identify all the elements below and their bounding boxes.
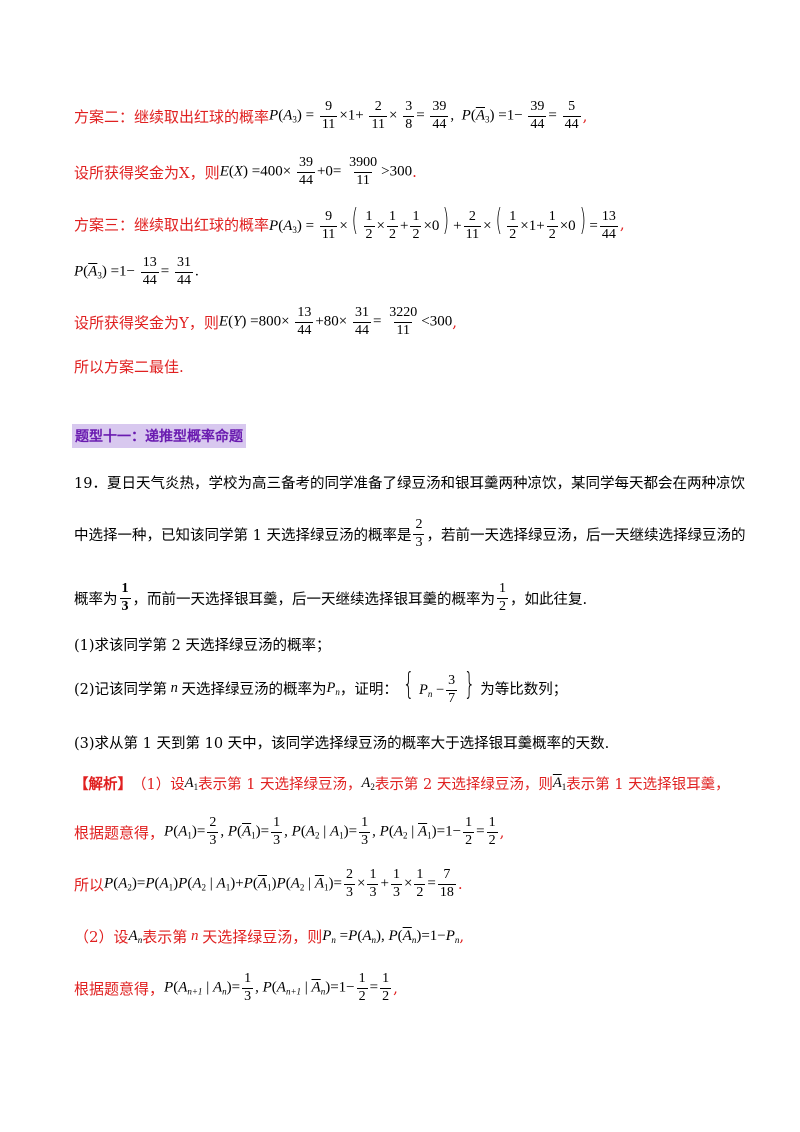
problem-line-3-text-b: ，而前一天选择银耳羹，后一天继续选择银耳羹的概率为 (132, 591, 496, 608)
solution-s1b: 表示第 1 天选择绿豆汤， (198, 776, 362, 793)
solution-line-1: 【解析】 （1）设 A1 表示第 1 天选择绿豆汤， A2 表示第 2 天选择绿… (74, 766, 740, 800)
section-heading: 题型十一：递推型概率命题 (72, 424, 246, 448)
solution-s3: 所以 (74, 875, 105, 894)
solution-s1c: 表示第 2 天选择绿豆汤，则 (374, 776, 553, 793)
problem-line-3-text-a: 概率为 (74, 591, 118, 608)
var-an: An (128, 927, 143, 945)
plan3-label: 方案三：继续取出红球的概率 (74, 215, 270, 234)
problem-line-3-text-c: ，如此往复. (510, 591, 588, 608)
question-2-text-b: 天选择绿豆汤的概率为 (181, 681, 327, 698)
var-a2: A2 (361, 774, 375, 792)
solution-s4c: 天选择绿豆汤，则 (202, 927, 323, 946)
solution-line-3: 所以 P(A2)=P(A1)P(A2 | A1)+P(A1)P(A2 | A1)… (74, 866, 463, 900)
var-n-2: n (187, 927, 203, 944)
plan2-reward-label: 设所获得奖金为X，则 (74, 163, 220, 182)
question-2-text-d: 为等比数列； (480, 681, 568, 698)
plan2-label: 方案二：继续取出红球的概率 (74, 107, 270, 126)
var-n: n (167, 679, 182, 696)
question-2-text-a: (2)记该同学第 (74, 681, 168, 698)
conclusion: 所以方案二最佳. (74, 357, 184, 376)
solution-s2: 根据题意得， (74, 823, 165, 842)
problem-line-2-text-a: 中选择一种，已知该同学第 1 天选择绿豆汤的概率是 (74, 527, 412, 544)
solution-s5: 根据题意得， (74, 979, 165, 998)
solution-s4b: 表示第 (142, 927, 188, 946)
var-a1-bar: A1 (552, 774, 567, 792)
problem-line-1: 19．夏日天气炎热，学校为高三备考的同学准备了绿豆汤和银耳羹两种凉饮，某同学每天… (74, 475, 745, 492)
question-1: (1)求该同学第 2 天选择绿豆汤的概率； (74, 637, 331, 654)
problem-line-2-text-b: ，若前一天选择绿豆汤，后一天继续选择绿豆汤的 (426, 527, 746, 544)
solution-s1: （1）设 (132, 776, 185, 793)
question-2-text-c: ，证明： (339, 681, 398, 698)
var-a1: A1 (184, 774, 199, 792)
question-3: (3)求从第 1 天到第 10 天中，该同学选择绿豆汤的概率大于选择银耳羹概率的… (74, 735, 610, 752)
solution-s1d: 表示第 1 天选择银耳羹， (566, 776, 730, 793)
solution-tag: 【解析】 (74, 775, 132, 793)
solution-s4a: （2）设 (74, 927, 129, 946)
solution-line-4: （2）设 An 表示第 n 天选择绿豆汤，则 Pn =P(An), P(An)=… (74, 927, 465, 946)
solution-formula-4: Pn =P(An), P(An)=1−Pn (322, 927, 460, 945)
var-pn: Pn (326, 679, 340, 697)
plan3-reward-label: 设所获得奖金为Y，则 (74, 313, 219, 332)
